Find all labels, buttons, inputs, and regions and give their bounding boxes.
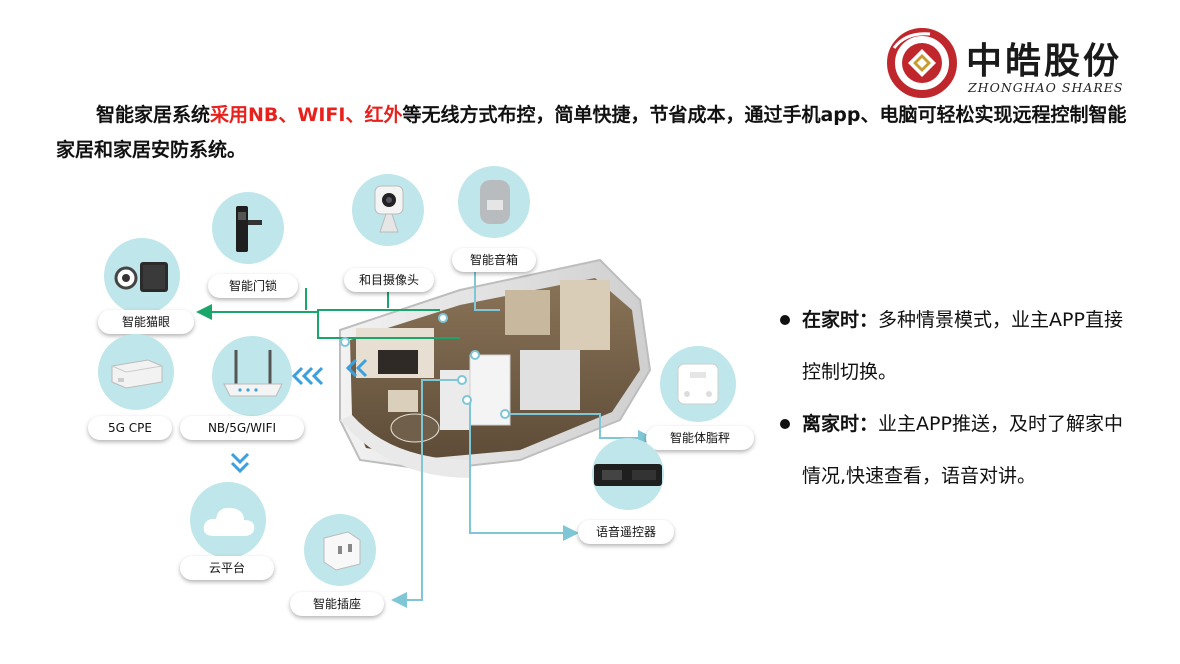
camera-icon [374,185,404,233]
intro-text-1: 智能家居系统 [96,104,211,126]
label-smart-peephole: 智能猫眼 [98,310,194,334]
device-smart-socket: 智能插座 [290,514,386,616]
device-smart-lock: 智能门锁 [208,192,300,300]
bullet-at-home-text: 多种情景模式，业主APP直接控制切换。 [802,309,1123,383]
intro-paragraph: 智能家居系统采用NB、WIFI、红外等无线方式布控，简单快捷，节省成本，通过手机… [56,98,1136,168]
bullet-away: 离家时：业主APP推送，及时了解家中情况,快速查看，语音对讲。 [780,398,1130,502]
device-camera: 和目摄像头 [342,174,434,292]
device-router: NB/5G/WIFI [180,336,304,440]
body-scale-icon [677,363,719,405]
label-camera: 和目摄像头 [344,268,434,292]
bullet-away-title: 离家时 [802,413,860,435]
diagram-canvas [196,258,654,608]
bullet-at-home: 在家时：多种情景模式，业主APP直接控制切换。 [780,294,1130,398]
bullet-at-home-title: 在家时 [802,309,860,331]
label-smart-socket: 智能插座 [290,592,384,616]
smart-home-diagram: 智能门锁 智能猫眼 和目摄像头 智能音箱 [0,160,760,664]
logo-mark-icon [887,28,957,98]
device-body-fat-scale: 智能体脂秤 [646,346,758,450]
device-5g-cpe: 5G CPE [88,334,174,440]
intro-text-2: 等无线方式布控，简单快捷，节省成本，通过手机app、电脑可轻松实现远程控制智能家… [56,104,1127,161]
bullet-list: 在家时：多种情景模式，业主APP直接控制切换。 离家时：业主APP推送，及时了解… [780,294,1160,502]
label-router: NB/5G/WIFI [180,416,304,440]
label-cloud-platform: 云平台 [180,556,274,580]
logo-english-name: ZHONGHAO SHARES [968,80,1124,95]
bullet-away-colon: ： [859,413,879,435]
smart-socket-icon [323,531,361,571]
bullet-away-text: 业主APP推送，及时了解家中情况,快速查看，语音对讲。 [802,413,1123,487]
cloud-icon [203,507,255,536]
logo-chinese-name: 中皓股份 [966,40,1123,82]
router-icon [223,350,283,397]
label-voice-remote: 语音遥控器 [578,520,674,544]
wifi-signal-chevrons [230,358,368,474]
label-smart-speaker: 智能音箱 [452,248,536,272]
device-smart-speaker: 智能音箱 [446,166,538,272]
door-lock-icon [236,206,262,252]
bullet-at-home-colon: ： [859,309,879,331]
peephole-camera-icon [114,262,168,292]
label-body-fat-scale: 智能体脂秤 [646,426,754,450]
bullet-dot-icon [780,419,790,429]
device-cloud-platform: 云平台 [180,482,278,582]
device-smart-peephole: 智能猫眼 [98,238,198,334]
bullet-dot-icon [780,315,790,325]
smart-speaker-icon [480,180,510,224]
cpe-box-icon [111,359,163,389]
voice-remote-icon [594,464,662,486]
intro-highlight: 采用NB、WIFI、红外 [210,104,403,126]
label-5g-cpe: 5G CPE [88,416,172,440]
company-logo: 中皓股份 ZHONGHAO SHARES [886,28,1146,98]
label-smart-lock: 智能门锁 [208,274,298,298]
device-voice-remote: 语音遥控器 [574,438,678,548]
